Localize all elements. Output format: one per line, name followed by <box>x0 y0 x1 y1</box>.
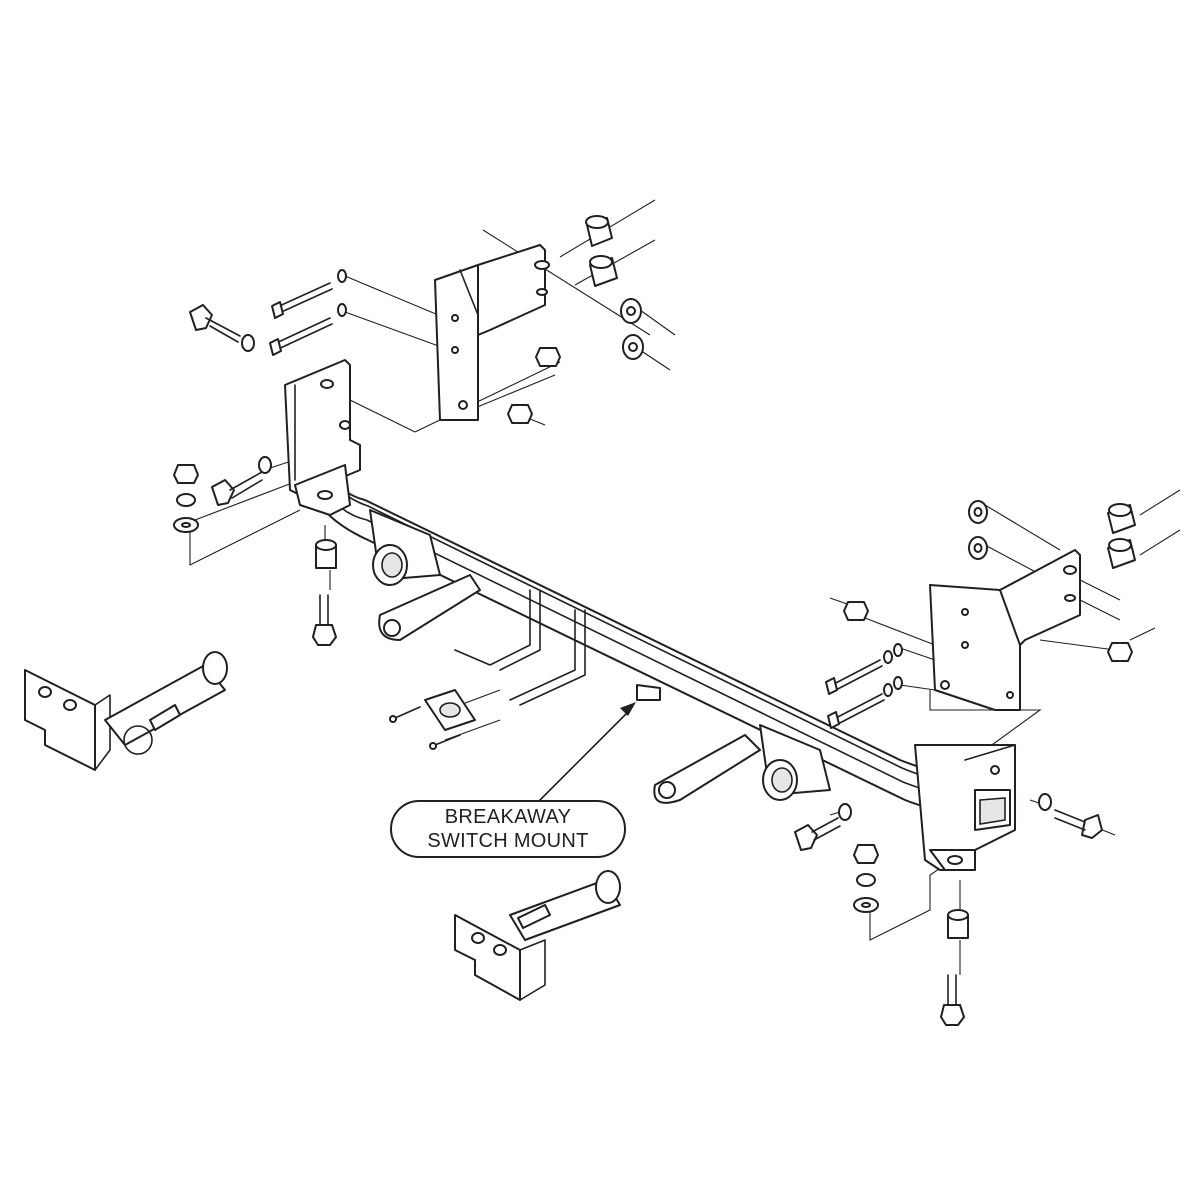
callout-line-1: BREAKAWAY <box>444 806 572 828</box>
breakaway-switch-mount-callout: BREAKAWAY SWITCH MOUNT <box>390 800 626 858</box>
safety-cable-loops <box>454 589 586 706</box>
nut-stacks <box>173 347 1133 887</box>
upper-left-spacers <box>585 215 618 287</box>
breakaway-switch-mount-tab <box>636 684 661 701</box>
callout-leader-arrow <box>539 702 636 801</box>
vertical-spacers <box>315 539 969 939</box>
right-tow-tab <box>653 724 831 804</box>
right-arm-bracket-with-pin <box>454 870 621 1001</box>
washers <box>173 269 1052 913</box>
right-bar-end-plate <box>914 744 1016 871</box>
left-bar-end-plate <box>284 359 361 516</box>
upper-right-vehicle-bracket <box>929 549 1081 711</box>
upper-left-vehicle-bracket <box>434 244 550 421</box>
upper-right-spacers <box>1107 503 1136 569</box>
left-tow-tab <box>369 509 481 641</box>
left-arm-bracket-with-pin <box>24 651 228 771</box>
breakaway-switch-plate <box>389 689 476 750</box>
bolts <box>189 282 1103 1026</box>
callout-line-2: SWITCH MOUNT <box>427 830 589 852</box>
